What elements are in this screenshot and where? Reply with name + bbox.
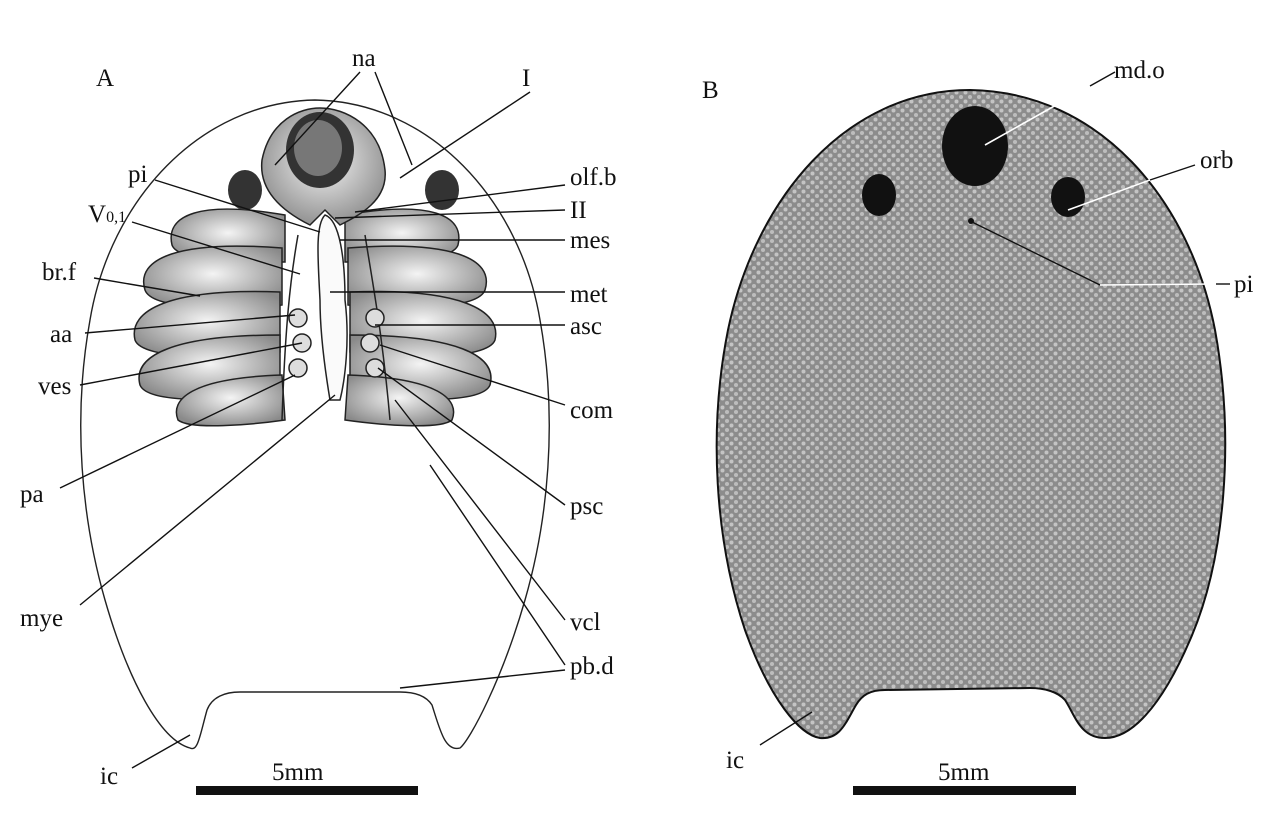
label-mye: mye (20, 605, 63, 632)
scale-bar-label-b: 5mm (938, 759, 990, 786)
label-ic-a: ic (100, 763, 118, 790)
label-md-o: md.o (1114, 57, 1165, 84)
label-vcl: vcl (570, 609, 601, 636)
label-pb-d: pb.d (570, 653, 614, 680)
headshield-tuberculated (715, 88, 1227, 740)
median-dorsal-opening (942, 106, 1008, 186)
label-aa: aa (50, 321, 72, 348)
label-com: com (570, 397, 614, 424)
label-ves: ves (38, 373, 71, 400)
label-psc: psc (570, 493, 603, 520)
label-pi: pi (128, 161, 148, 188)
scale-bar-a (196, 786, 418, 795)
panel-a-letter: A (96, 65, 114, 92)
label-olf-b: olf.b (570, 164, 617, 191)
label-met: met (570, 281, 608, 308)
right-orbit (425, 170, 459, 210)
left-orbit (228, 170, 262, 210)
label-V01-main: V (88, 201, 106, 228)
brain-cavity (317, 214, 348, 401)
panel-a: A (20, 45, 617, 795)
panel-b: B md.o orb pi ic 5mm (702, 57, 1254, 795)
label-I: I (522, 65, 530, 92)
label-pa: pa (20, 481, 44, 508)
branchial-fossae (133, 208, 497, 427)
right-orbit-b (1051, 177, 1085, 217)
label-II: II (570, 197, 587, 224)
label-V01: V0,1 (88, 201, 126, 228)
label-mes: mes (570, 227, 610, 254)
label-orb: orb (1200, 147, 1233, 174)
left-orbit-b (862, 174, 896, 216)
leader-lines-b (759, 71, 1230, 746)
headshield-outline (80, 99, 550, 750)
scale-bar-b (853, 786, 1076, 795)
label-br-f: br.f (42, 259, 77, 286)
panel-b-letter: B (702, 77, 719, 104)
label-asc: asc (570, 313, 602, 340)
leader-lines-a (59, 71, 566, 769)
scale-bar-label-a: 5mm (272, 759, 324, 786)
label-ic-b: ic (726, 747, 744, 774)
label-V01-sub: 0,1 (106, 209, 126, 226)
label-pi-b: pi (1234, 271, 1254, 298)
label-na: na (352, 45, 376, 72)
